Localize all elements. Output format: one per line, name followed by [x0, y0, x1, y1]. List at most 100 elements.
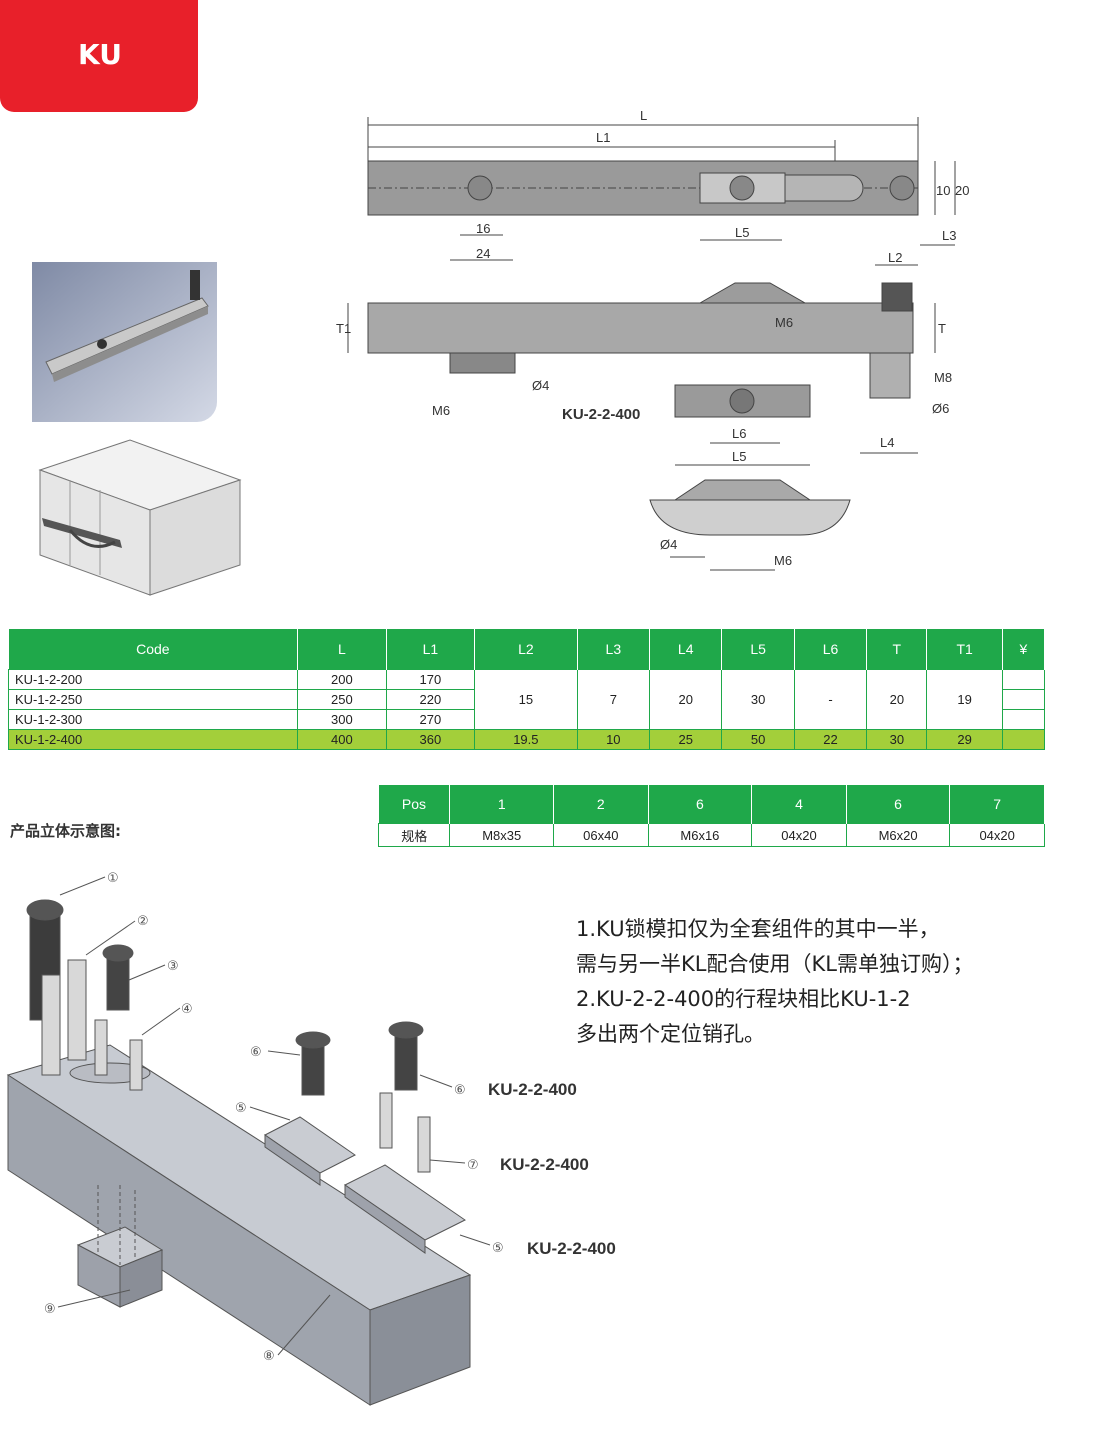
pos-cell: 04x20 — [751, 823, 847, 847]
cell-L4: 25 — [649, 729, 723, 750]
cell-L2-shared: 15 — [474, 669, 578, 730]
note-line: 需与另一半KL配合使用（KL需单独订购）； — [576, 952, 974, 976]
cell-L3: 10 — [576, 729, 651, 750]
dim-M6-left: M6 — [432, 403, 450, 418]
note-line: 1.KU锁模扣仅为全套组件的其中一半， — [576, 917, 940, 941]
dim-L3: L3 — [942, 228, 956, 243]
table-row-highlight: KU-1-2-400 400 360 19.5 10 25 50 22 30 2… — [7, 729, 1046, 750]
callout-model-3: KU-2-2-400 — [527, 1239, 616, 1258]
part-label-5a: ⑤ — [235, 1101, 247, 1116]
dim-10: 10 — [936, 183, 950, 198]
pos-cell: M6x20 — [845, 823, 951, 847]
header-L1: L1 — [386, 629, 476, 670]
dim-L4: L4 — [880, 435, 894, 450]
cell-L: 300 — [297, 709, 387, 730]
part-label-7: ⑦ — [467, 1158, 479, 1173]
section-title: 产品立体示意图: — [10, 822, 121, 840]
pos-header: 7 — [949, 785, 1045, 824]
header-L6: L6 — [794, 629, 868, 670]
dim-L6: L6 — [732, 426, 746, 441]
dim-L5-block: L5 — [732, 449, 746, 464]
technical-drawing: L L1 16 24 L5 L3 L2 10 20 T1 T M6 M8 Ø6 … — [330, 95, 990, 605]
dim-20: 20 — [955, 183, 969, 198]
part-label-2: ② — [137, 914, 149, 929]
pos-header: 6 — [648, 785, 753, 824]
header-L5: L5 — [721, 629, 795, 670]
dim-16: 16 — [476, 221, 490, 236]
cell-price — [1001, 689, 1046, 710]
cell-T: 30 — [866, 729, 928, 750]
product-photo — [32, 262, 217, 422]
pos-header: 1 — [449, 785, 554, 824]
mold-illustration — [30, 430, 270, 600]
cell-price — [1001, 709, 1046, 730]
dim-phi4-section: Ø4 — [660, 537, 677, 552]
pos-cell: 规格 — [377, 823, 451, 847]
header-L4: L4 — [649, 629, 723, 670]
cell-L2: 19.5 — [474, 729, 578, 750]
callout-model-1: KU-2-2-400 — [488, 1080, 577, 1099]
cell-price — [1001, 729, 1046, 750]
pos-header: Pos — [378, 785, 451, 824]
assembly-illustration: ① ② ③ ④ ⑥ ⑤ ⑥ ⑦ ⑤ ⑨ ⑧ KU-2-2-400 KU-2-2-… — [0, 855, 660, 1428]
part-label-6a: ⑥ — [250, 1045, 262, 1060]
cell-T1: 29 — [926, 729, 1003, 750]
part-label-5b: ⑤ — [492, 1241, 504, 1256]
cell-L6-shared: - — [793, 669, 868, 730]
part-label-6b: ⑥ — [454, 1083, 466, 1098]
page-title: KU — [78, 38, 122, 71]
cell-price — [1001, 669, 1046, 690]
dim-M6-side: M6 — [775, 315, 793, 330]
brand-tab — [0, 0, 198, 112]
part-label-8: ⑧ — [263, 1349, 275, 1364]
header-price: ¥ — [1002, 629, 1046, 670]
pos-header-row: Pos 1 2 6 4 6 7 — [378, 785, 1045, 824]
dim-L1: L1 — [596, 130, 610, 145]
note-line: 2.KU-2-2-400的行程块相比KU-1-2 — [576, 987, 911, 1011]
cell-L1: 270 — [385, 709, 476, 730]
dim-phi4-side: Ø4 — [532, 378, 549, 393]
part-label-3: ③ — [167, 959, 179, 974]
pos-header: 4 — [751, 785, 847, 824]
header-L: L — [297, 629, 387, 670]
part-label-1: ① — [107, 871, 119, 886]
dim-L: L — [640, 108, 647, 123]
cell-L1: 170 — [385, 669, 476, 690]
dim-L5-top: L5 — [735, 225, 749, 240]
cell-L: 200 — [297, 669, 387, 690]
cell-code: KU-1-2-300 — [7, 709, 299, 730]
cell-L6: 22 — [793, 729, 868, 750]
cell-code: KU-1-2-250 — [7, 689, 299, 710]
cell-L: 250 — [297, 689, 387, 710]
pos-cell: 04x20 — [949, 823, 1045, 847]
dim-M6-section: M6 — [774, 553, 792, 568]
spec-header-row: Code L L1 L2 L3 L4 L5 L6 T T1 ¥ — [8, 629, 1046, 670]
header-L3: L3 — [577, 629, 651, 670]
dim-T1: T1 — [336, 321, 351, 336]
cell-T-shared: 20 — [866, 669, 928, 730]
dim-L2: L2 — [888, 250, 902, 265]
dim-M8: M8 — [934, 370, 952, 385]
pos-cell: 06x40 — [553, 823, 649, 847]
cell-L1: 360 — [385, 729, 476, 750]
cell-code: KU-1-2-200 — [7, 669, 299, 690]
pos-cell: M6x16 — [647, 823, 753, 847]
pos-cell: M8x35 — [449, 823, 554, 847]
cell-L5-shared: 30 — [721, 669, 795, 730]
callout-model-2: KU-2-2-400 — [500, 1155, 589, 1174]
table-row: KU-1-2-200 200 170 15 7 20 30 - 20 19 — [7, 669, 1046, 730]
drawing-model-label: KU-2-2-400 — [562, 406, 640, 423]
cell-L4-shared: 20 — [649, 669, 723, 730]
note-line: 多出两个定位销孔。 — [576, 1022, 765, 1046]
header-L2: L2 — [474, 629, 578, 670]
part-label-9: ⑨ — [44, 1302, 56, 1317]
cell-T1-shared: 19 — [926, 669, 1003, 730]
cell-L: 400 — [297, 729, 387, 750]
notes-block: 1.KU锁模扣仅为全套组件的其中一半， 需与另一半KL配合使用（KL需单独订购）… — [576, 912, 1076, 1052]
pos-header: 2 — [553, 785, 649, 824]
header-code: Code — [8, 629, 299, 670]
header-T1: T1 — [926, 629, 1003, 670]
spec-table: Code L L1 L2 L3 L4 L5 L6 T T1 ¥ KU-1-2-2… — [7, 629, 1046, 750]
dim-T: T — [938, 321, 946, 336]
pos-row: 规格 M8x35 06x40 M6x16 04x20 M6x20 04x20 — [377, 823, 1045, 847]
